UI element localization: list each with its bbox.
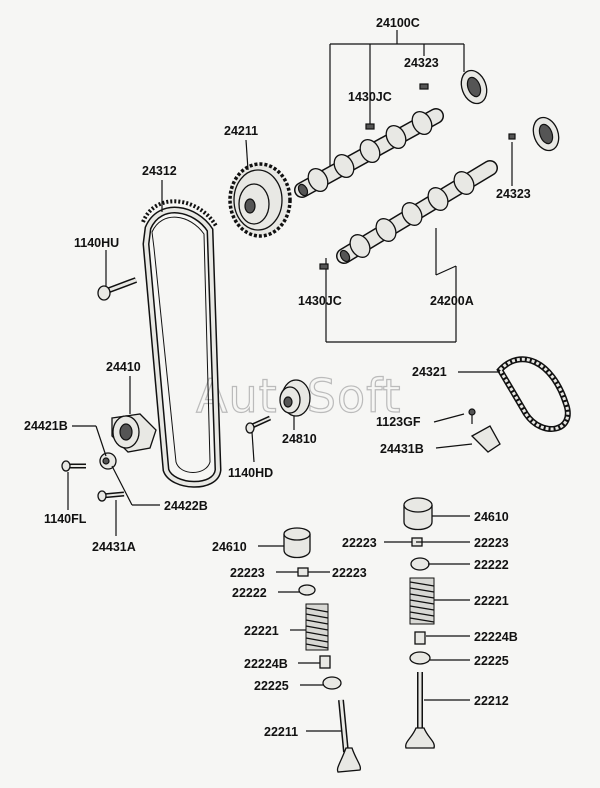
label-24431B: 24431B: [380, 442, 424, 456]
label-24211: 24211: [224, 124, 258, 138]
label-22223-left-a: 22223: [230, 566, 265, 580]
bolt-24431a: [97, 490, 125, 502]
camshaft-bracket: [325, 30, 465, 343]
label-24323-upper: 24323: [404, 56, 439, 70]
label-1140HU: 1140HU: [74, 236, 119, 250]
label-22223-right: 22223: [474, 536, 509, 550]
label-22223-mid: 22223: [342, 536, 377, 550]
belt-24321: [496, 356, 571, 432]
label-24810: 24810: [282, 432, 317, 446]
label-22224B-right: 22224B: [474, 630, 518, 644]
label-24421B: 24421B: [24, 419, 68, 433]
cam-sprocket: [228, 162, 292, 238]
label-22212: 22212: [474, 694, 509, 708]
label-1430JC-lower: 1430JC: [298, 294, 342, 308]
label-22222-right: 22222: [474, 558, 509, 572]
label-22224B-left: 22224B: [244, 657, 288, 671]
timing-belt: [141, 199, 222, 488]
lifter-right: [403, 497, 433, 531]
label-24100C: 24100C: [376, 16, 420, 30]
label-22222-left: 22222: [232, 586, 267, 600]
lifter-left: [283, 527, 311, 559]
bolt-1123gf: [468, 408, 476, 424]
label-24422B: 24422B: [164, 499, 208, 513]
label-1430JC-upper: 1430JC: [348, 90, 392, 104]
label-24410: 24410: [106, 360, 141, 374]
label-1140FL: 1140FL: [44, 512, 87, 526]
tensioner: [99, 413, 157, 470]
label-24610-right: 24610: [474, 510, 509, 524]
valve-stack-right: [405, 537, 435, 749]
label-22221-left: 22221: [244, 624, 279, 638]
oil-seal-lower: [532, 116, 560, 152]
label-22211: 22211: [264, 725, 298, 739]
camshaft-lower: [336, 160, 498, 264]
key-1430jc-lower: [319, 263, 329, 270]
label-1140HD: 1140HD: [228, 466, 273, 480]
camshaft-upper: [294, 108, 444, 198]
label-24200A: 24200A: [430, 294, 474, 308]
label-22225-right: 22225: [474, 654, 509, 668]
label-22225-left: 22225: [254, 679, 289, 693]
label-24431A: 24431A: [92, 540, 136, 554]
label-22221-right: 22221: [474, 594, 509, 608]
tensioner-24431b: [470, 425, 501, 453]
label-22223-left-b: 22223: [332, 566, 367, 580]
bolt-1140fl: [61, 460, 86, 472]
bolt-1140hd: [245, 415, 272, 434]
label-24312: 24312: [142, 164, 177, 178]
oil-seal-upper: [460, 69, 488, 105]
label-24323-lower: 24323: [496, 187, 531, 201]
part-labels: 24100C 24323 1430JC 24211 24312 1140HU 2…: [24, 16, 531, 739]
idler-pulley: [279, 379, 311, 417]
label-24321: 24321: [412, 365, 447, 379]
bolt-1140hu: [97, 277, 138, 301]
key-1430jc-upper: [365, 123, 375, 130]
valve-stack-left: [297, 567, 362, 773]
key-lower: [508, 133, 516, 140]
label-1123GF: 1123GF: [376, 415, 421, 429]
label-24610-left: 24610: [212, 540, 247, 554]
leader-lines: [67, 139, 513, 732]
key-upper: [419, 83, 429, 90]
